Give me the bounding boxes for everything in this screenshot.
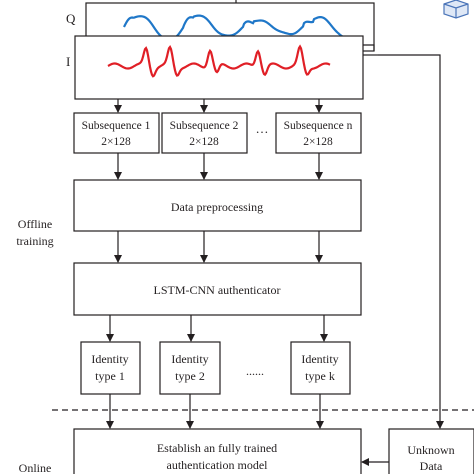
identity-1-line1: Identity — [91, 352, 128, 366]
unknown-data-line2: Data — [420, 459, 443, 473]
subsequence-box-1 — [73, 112, 160, 154]
identity-k-line1: Identity — [301, 352, 338, 366]
unknown-data-box — [388, 428, 474, 474]
subsequence-ellipsis: … — [256, 121, 269, 136]
subsequence-n-title: Subsequence n — [284, 120, 353, 132]
offline-label-line1: Offline — [18, 217, 52, 231]
identity-1-line2: type 1 — [95, 369, 125, 383]
identity-2-line2: type 2 — [175, 369, 205, 383]
i-label: I — [66, 54, 70, 69]
identity-box-1 — [80, 341, 141, 395]
preprocessing-box — [73, 179, 362, 232]
panel-edge-link — [363, 44, 375, 51]
unknown-feed-line — [378, 54, 444, 429]
i-waveform — [107, 44, 331, 78]
subsequence-1-size: 2×128 — [101, 136, 131, 148]
identity-box-k — [290, 341, 351, 395]
trained-model-box — [73, 428, 362, 474]
subsequence-box-n — [275, 112, 362, 154]
identity-k-line2: type k — [305, 369, 335, 383]
identity-box-2 — [159, 341, 221, 395]
subsequence-n-size: 2×128 — [303, 136, 333, 148]
subsequence-box-2 — [161, 112, 248, 154]
online-label: Online — [19, 461, 52, 474]
cube-icon — [443, 0, 469, 19]
identity-ellipsis: ...... — [246, 364, 264, 378]
identity-2-line1: Identity — [171, 352, 208, 366]
authenticator-label: LSTM-CNN authenticator — [154, 283, 281, 297]
preprocessing-label: Data preprocessing — [171, 200, 263, 214]
authenticator-box — [73, 262, 362, 316]
trained-model-line1: Establish an fully trained — [157, 441, 277, 455]
subsequence-2-size: 2×128 — [189, 136, 219, 148]
subsequence-1-title: Subsequence 1 — [82, 120, 151, 132]
offline-label-line2: training — [16, 234, 53, 248]
q-label: Q — [66, 11, 76, 26]
subsequence-2-title: Subsequence 2 — [170, 120, 239, 132]
unknown-data-line1: Unknown — [407, 443, 454, 457]
trained-model-line2: authentication model — [167, 458, 269, 472]
